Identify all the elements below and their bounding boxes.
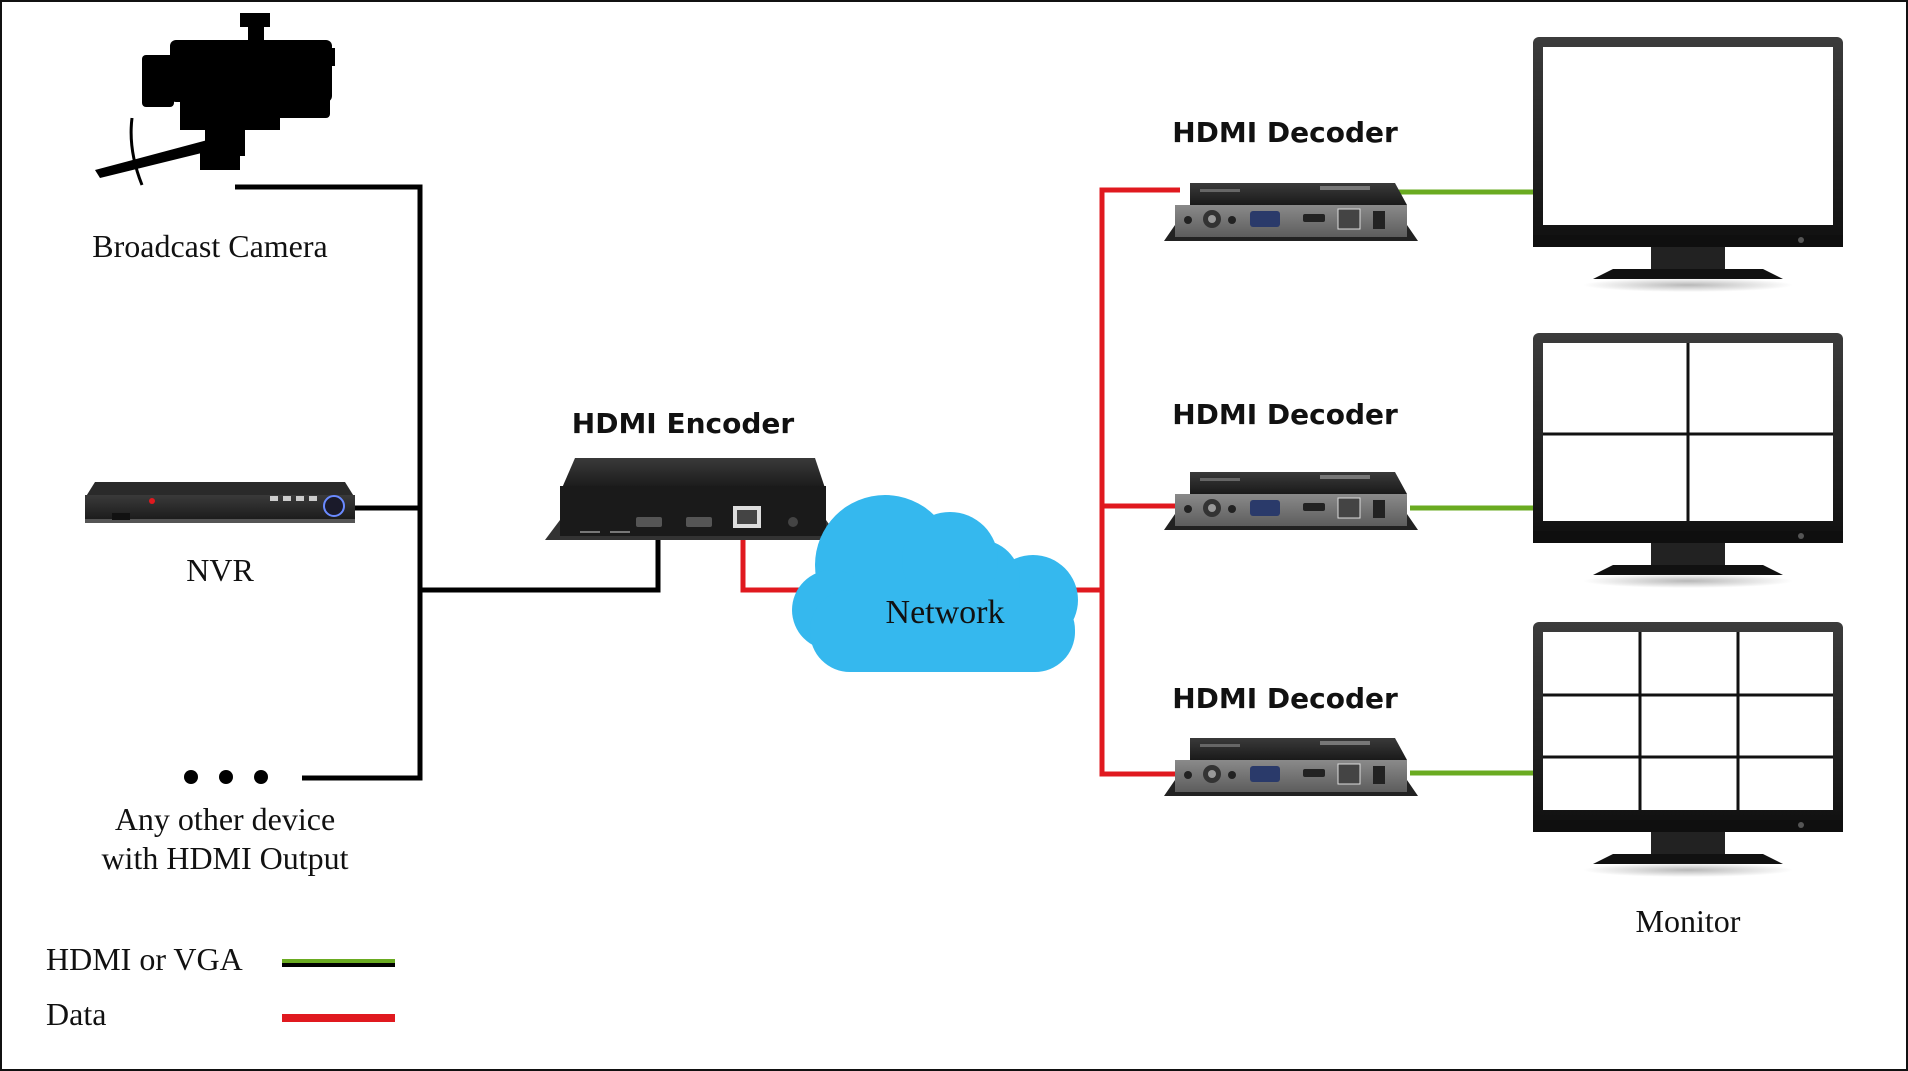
hdmi-input-lines	[235, 184, 661, 781]
network-label: Network	[886, 594, 1005, 631]
hdmi-vga-output-lines	[1390, 189, 1535, 776]
broadcast-camera-icon	[95, 13, 335, 186]
decoder-2-label: HDMI Decoder	[1172, 398, 1398, 431]
decoder-3-label: HDMI Decoder	[1172, 682, 1398, 715]
hdmi-decoder-3-icon	[1163, 737, 1419, 797]
network-cloud-icon	[792, 495, 1078, 672]
legend: HDMI or VGA Data	[46, 941, 395, 1032]
other-device-label-line2: with HDMI Output	[101, 840, 348, 876]
hdmi-encoder-icon	[545, 458, 840, 540]
monitor-2-icon	[1533, 333, 1843, 588]
monitor-1-icon	[1533, 37, 1843, 292]
decoder-1-label: HDMI Decoder	[1172, 116, 1398, 149]
hdmi-decoder-1-icon	[1163, 182, 1419, 242]
camera-label: Broadcast Camera	[92, 228, 327, 264]
monitor-label: Monitor	[1636, 903, 1741, 939]
monitor-3-icon	[1533, 622, 1843, 877]
hdmi-decoder-2-icon	[1163, 471, 1419, 531]
encoder-label: HDMI Encoder	[572, 407, 795, 440]
legend-data-label: Data	[46, 996, 106, 1032]
nvr-label: NVR	[186, 552, 254, 588]
legend-hdmi-vga-label: HDMI or VGA	[46, 941, 243, 977]
nvr-icon	[85, 482, 355, 523]
ellipsis-icon	[184, 770, 268, 784]
other-device-label-line1: Any other device	[115, 801, 335, 837]
